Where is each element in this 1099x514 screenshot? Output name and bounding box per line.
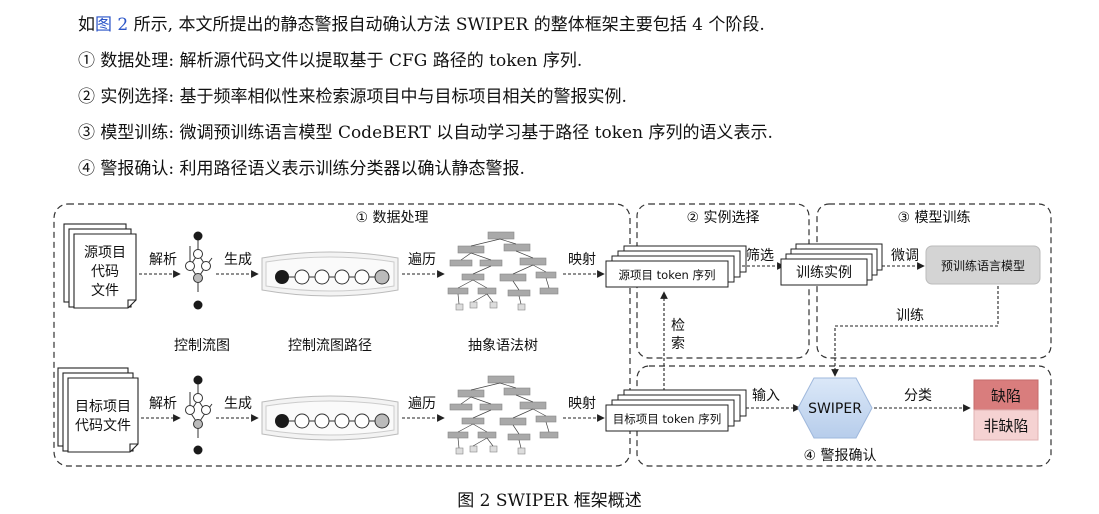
- ast-tree-icon-top: [447, 231, 559, 311]
- source-code-files-icon: [63, 223, 137, 309]
- edge-map-label-bottom: 映射: [568, 396, 596, 412]
- output-non-defect-label: 非缺陷: [983, 417, 1028, 435]
- ast-edges-top: [457, 238, 550, 305]
- swiper-label: SWIPER: [808, 401, 862, 417]
- stage-text-3: ③ 模型训练: 微调预训练语言模型 CodeBERT 以自动学习基于路径 tok…: [78, 123, 773, 143]
- edge-retrieve-label-2: 索: [671, 335, 685, 352]
- figure-caption: 图 2 SWIPER 框架概述: [457, 491, 642, 511]
- region-title-model-training: ③ 模型训练: [897, 210, 970, 226]
- intro-paragraph: 如图 2 所示, 本文所提出的静态警报自动确认方法 SWIPER 的整体框架主要…: [78, 10, 765, 35]
- intro-suffix: 所示, 本文所提出的静态警报自动确认方法 SWIPER 的整体框架主要包括 4 …: [128, 15, 765, 35]
- region-title-data-processing: ① 数据处理: [355, 210, 428, 226]
- source-token-sequence-label: 源项目 token 序列: [619, 268, 716, 282]
- target-file-label-1: 目标项目: [75, 399, 131, 415]
- edge-train-label: 训练: [896, 308, 924, 324]
- source-file-label-2: 代码: [91, 264, 119, 280]
- target-token-sequence-stack: [605, 389, 747, 432]
- target-file-label-2: 代码文件: [75, 418, 131, 434]
- edge-filter-label: 筛选: [746, 248, 774, 264]
- caption-cfg-path: 控制流图路径: [288, 338, 372, 354]
- output-defect-label: 缺陷: [991, 387, 1021, 405]
- training-instances-stack: [780, 243, 883, 286]
- edge-traverse-label-top: 遍历: [408, 252, 436, 268]
- region-data-processing: [53, 203, 631, 467]
- stage-text-2: ② 实例选择: 基于频率相似性来检索源项目中与目标项目相关的警报实例.: [78, 87, 627, 107]
- swiper-hexagon: [797, 377, 873, 439]
- edge-map-label-top: 映射: [568, 252, 596, 268]
- pretrained-model-box: [925, 245, 1041, 285]
- region-title-instance-selection: ② 实例选择: [686, 210, 759, 226]
- caption-ast: 抽象语法树: [468, 338, 538, 354]
- figure-ref-link[interactable]: 图 2: [95, 15, 129, 35]
- cfg-graph-icon-bottom: [185, 375, 213, 455]
- stage-text-4: ④ 警报确认: 利用路径语义表示训练分类器以确认静态警报.: [78, 159, 525, 179]
- cfg-graph-icon-top: [185, 231, 213, 310]
- edge-input-label: 输入: [752, 388, 780, 404]
- cfg-path-icon-bottom: [261, 395, 399, 441]
- output-defect-box: [973, 379, 1039, 411]
- training-instances-label: 训练实例: [796, 265, 852, 281]
- source-file-label-3: 文件: [91, 283, 119, 299]
- edge-parse-label-bottom: 解析: [149, 396, 177, 412]
- source-file-label-1: 源项目: [84, 245, 126, 261]
- edge-generate-label-top: 生成: [224, 252, 252, 268]
- cfg-path-icon-top: [261, 251, 399, 297]
- edge-parse-label-top: 解析: [149, 252, 177, 268]
- target-code-files-icon: [57, 367, 139, 453]
- edge-finetune-label: 微调: [891, 248, 919, 264]
- pretrained-model-label: 预训练语言模型: [941, 258, 1025, 273]
- region-title-alert-confirmation: ④ 警报确认: [803, 448, 876, 464]
- stage-text-1: ① 数据处理: 解析源代码文件以提取基于 CFG 路径的 token 序列.: [78, 51, 583, 71]
- edge-retrieve-label-1: 检: [671, 318, 685, 334]
- edge-train: [831, 286, 999, 377]
- caption-cfg: 控制流图: [174, 338, 230, 354]
- edge-classify-label: 分类: [904, 388, 932, 404]
- source-token-sequence-stack: [605, 245, 747, 288]
- ast-edges-bottom: [457, 382, 550, 449]
- edge-traverse-label-bottom: 遍历: [408, 396, 436, 412]
- ast-tree-icon-bottom: [447, 375, 559, 455]
- output-non-defect-box: [973, 409, 1039, 441]
- target-token-sequence-label: 目标项目 token 序列: [613, 412, 721, 426]
- edge-generate-label-bottom: 生成: [224, 396, 252, 412]
- intro-prefix: 如: [78, 15, 95, 35]
